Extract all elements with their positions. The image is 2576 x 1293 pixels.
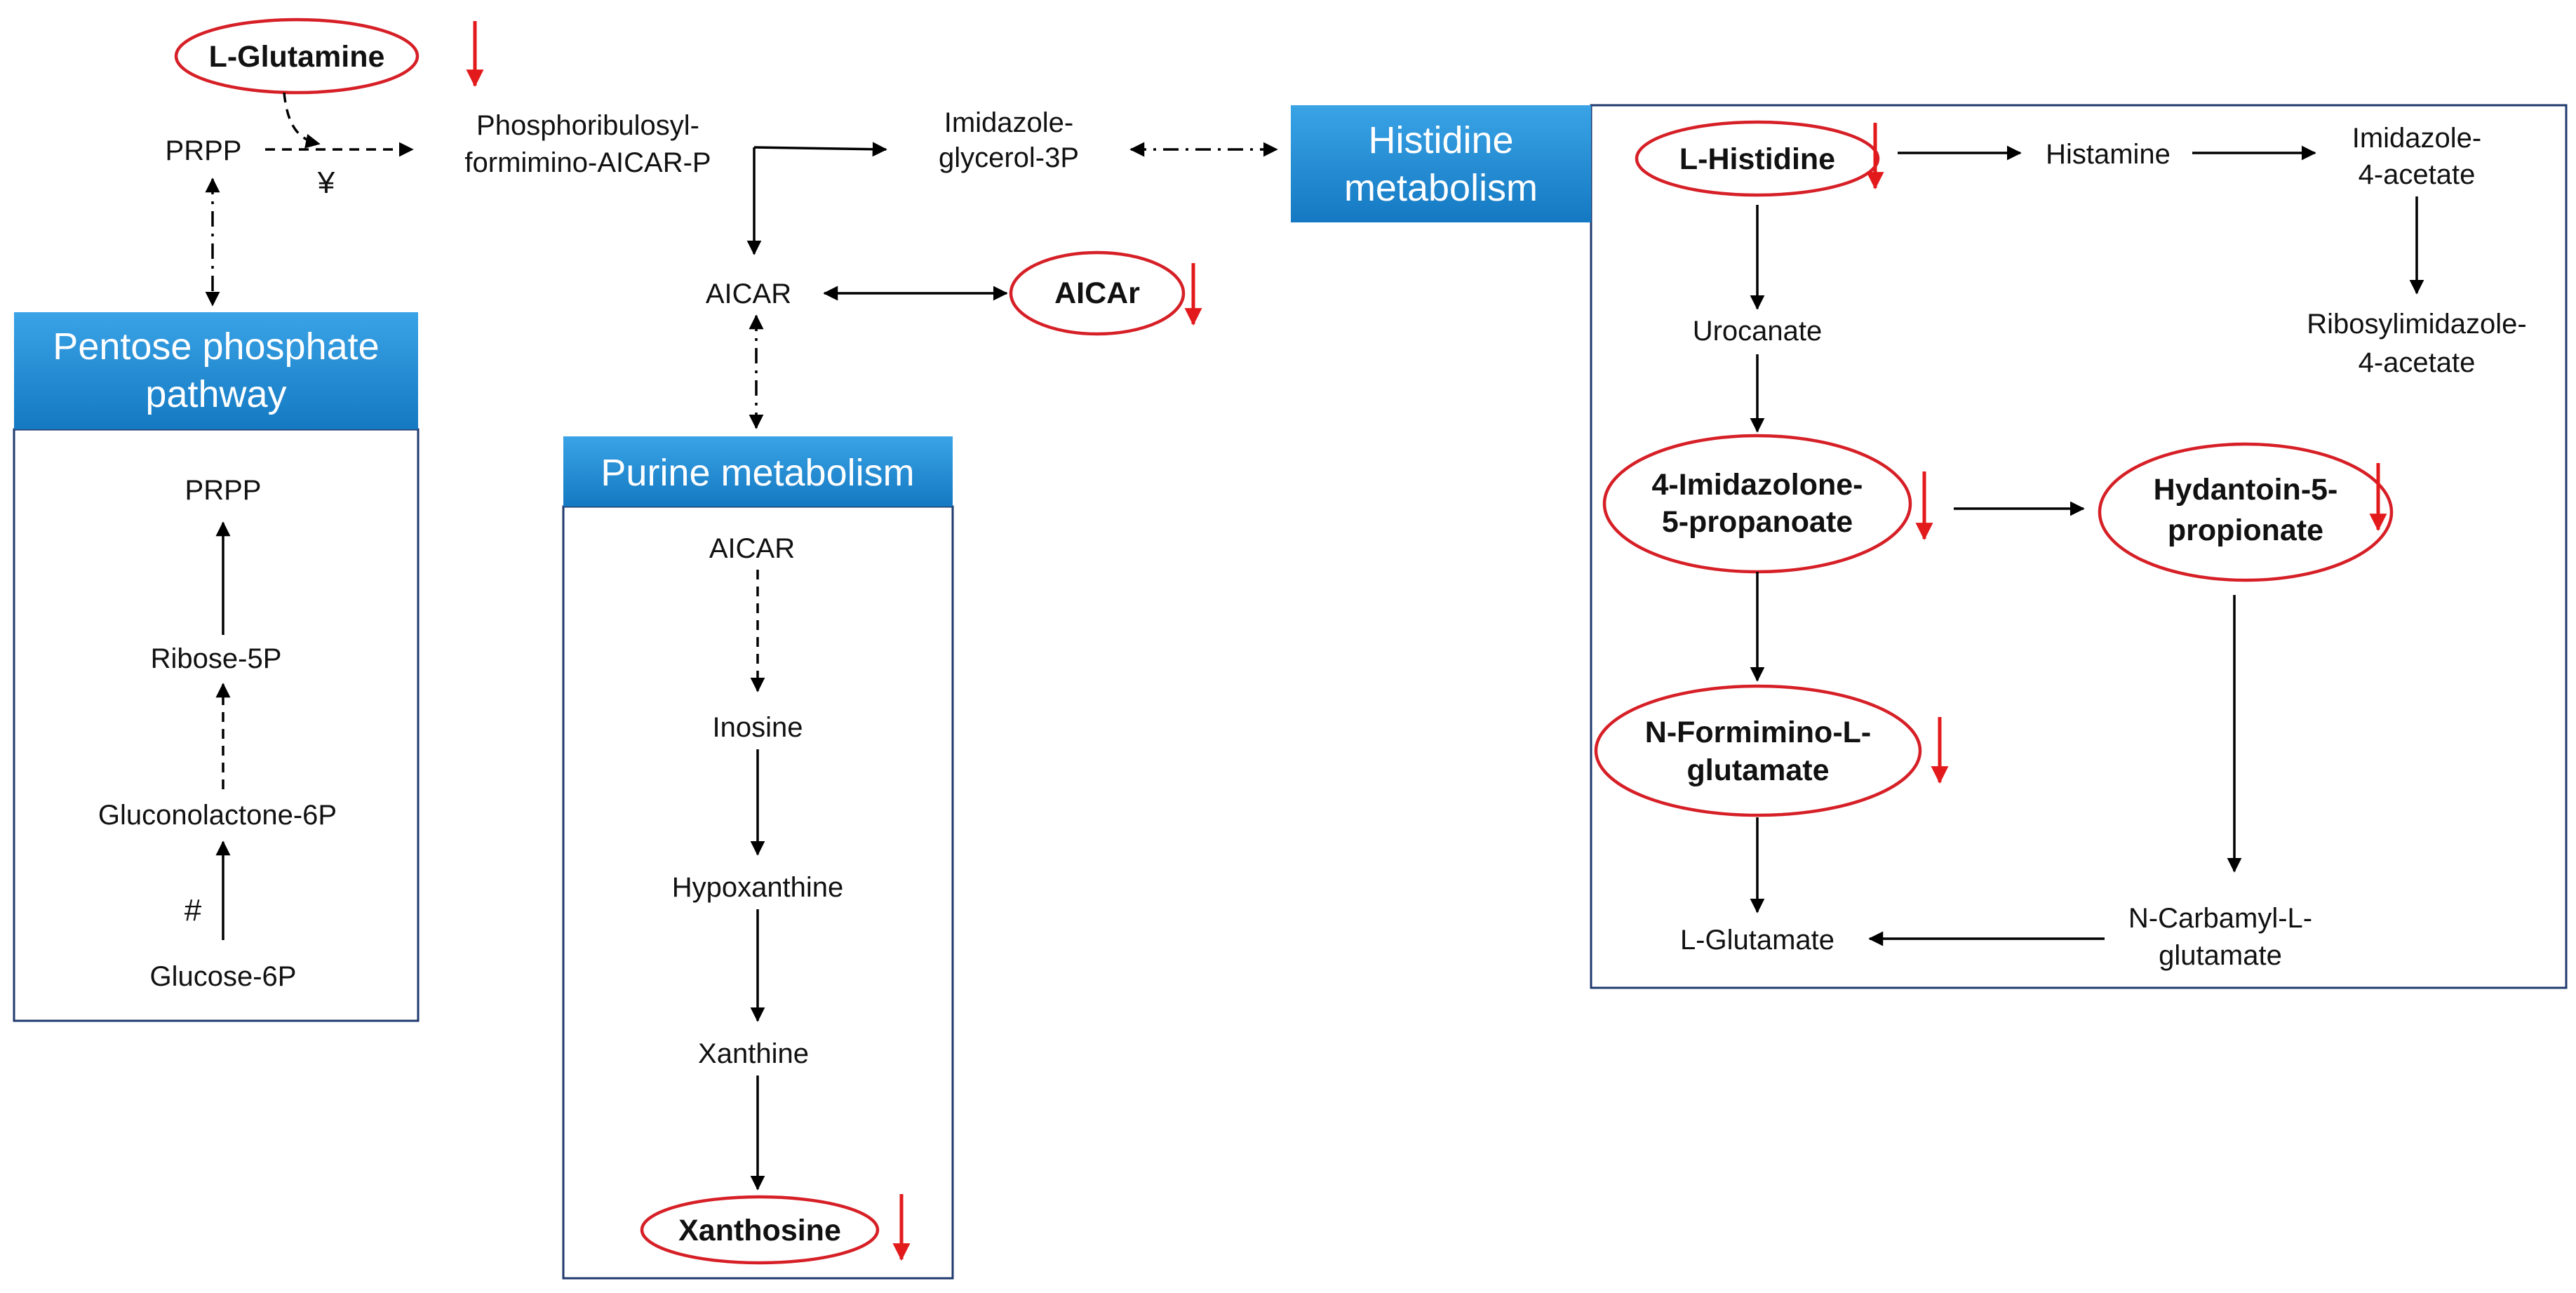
formimino-highlight	[1594, 684, 1922, 817]
node-prpp-ppp: PRPP	[185, 475, 262, 506]
node-imidazole-glycerol-line1: Imidazole-	[944, 107, 1074, 138]
symbol-yen: ¥	[317, 166, 335, 200]
node-ribose5p: Ribose-5P	[151, 643, 282, 674]
node-carbamyl-line1: N-Carbamyl-L-	[2128, 903, 2312, 934]
node-imidazolone-line2: 5-propanoate	[1662, 505, 1853, 539]
node-inosine: Inosine	[713, 712, 803, 743]
node-l-glutamine: L-Glutamine	[209, 40, 385, 74]
node-xanthine: Xanthine	[698, 1038, 809, 1069]
node-imidazole-acetate-line1: Imidazole-	[2352, 123, 2482, 154]
purine-module-header	[563, 436, 953, 507]
l-glutamine-highlight	[174, 18, 420, 95]
node-formimino-line2: glutamate	[1686, 753, 1829, 787]
node-histamine: Histamine	[2046, 139, 2171, 170]
node-hypoxanthine: Hypoxanthine	[672, 872, 844, 903]
edge-phosphoribulosyl-to-imidazole-glycerol	[753, 142, 887, 157]
edge-glutamine-to-reaction	[283, 92, 321, 149]
node-l-histidine: L-Histidine	[1679, 142, 1835, 176]
node-phosphoribulosyl-line2: formimino-AICAR-P	[464, 147, 711, 178]
node-aicar-purine: AICAR	[709, 533, 795, 564]
node-hydantoin-line1: Hydantoin-5-	[2154, 473, 2338, 507]
l-histidine-highlight	[1635, 120, 1880, 197]
node-formimino-line1: N-Formimino-L-	[1645, 716, 1871, 749]
node-imidazole-acetate-line2: 4-acetate	[2359, 159, 2476, 190]
node-glucose6p: Glucose-6P	[150, 961, 297, 992]
node-ribosylimidazole-line1: Ribosylimidazole-	[2307, 309, 2526, 340]
pentose-module-title-line1: Pentose phosphate	[53, 326, 379, 368]
node-gluconolactone: Gluconolactone-6P	[98, 800, 337, 831]
histidine-module-title-line1: Histidine	[1368, 119, 1513, 161]
aicar-r-highlight	[1009, 250, 1186, 336]
node-imidazolone-line1: 4-Imidazolone-	[1651, 468, 1863, 502]
hydantoin-highlight	[2098, 442, 2394, 582]
purine-module-title: Purine metabolism	[601, 452, 914, 494]
node-l-glutamate: L-Glutamate	[1680, 925, 1834, 956]
pentose-module-header	[14, 312, 418, 429]
node-imidazole-glycerol-line2: glycerol-3P	[939, 142, 1079, 173]
node-ribosylimidazole-line2: 4-acetate	[2359, 347, 2476, 378]
histidine-module-box	[1590, 104, 2568, 989]
pentose-module-title-line2: pathway	[145, 373, 286, 415]
node-carbamyl-line2: glutamate	[2159, 940, 2282, 971]
node-xanthosine: Xanthosine	[678, 1214, 841, 1247]
pentose-module-box	[13, 428, 420, 1022]
xanthosine-highlight	[640, 1195, 880, 1265]
symbol-hash: #	[185, 893, 202, 927]
node-hydantoin-line2: propionate	[2168, 514, 2323, 547]
histidine-module-header	[1291, 105, 1591, 222]
histidine-module-title-line2: metabolism	[1344, 167, 1538, 209]
node-prpp-top: PRPP	[166, 135, 242, 166]
node-aicar-top: AICAR	[706, 279, 791, 309]
node-urocanate: Urocanate	[1693, 316, 1823, 347]
node-phosphoribulosyl-line1: Phosphoribulosyl-	[476, 110, 699, 141]
node-aicar-r: AICAr	[1054, 276, 1140, 310]
